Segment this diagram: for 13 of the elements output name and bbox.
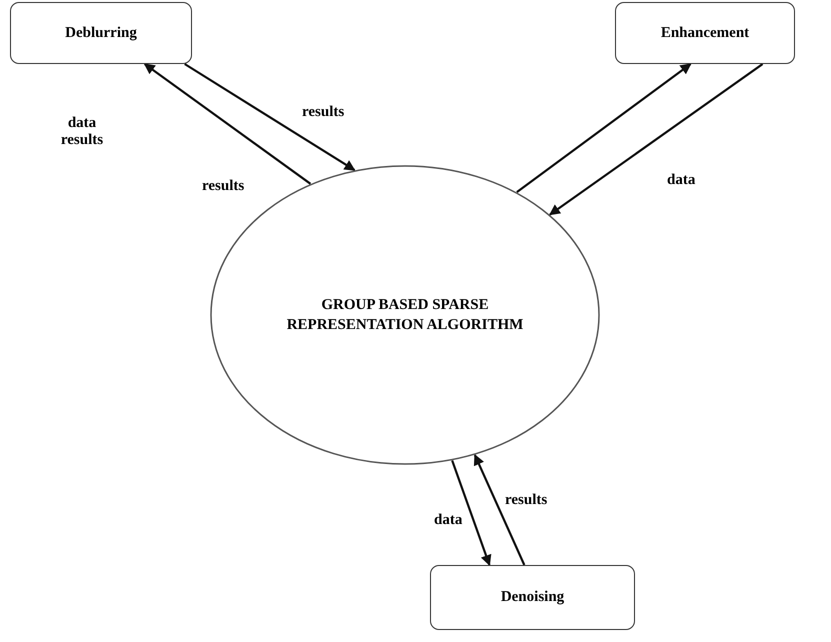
arrow (474, 454, 526, 566)
arrow (184, 63, 356, 172)
process-box (430, 565, 635, 630)
node-label: Enhancement (660, 24, 750, 43)
process-box (615, 2, 795, 64)
process-box (10, 2, 192, 64)
arrow (451, 460, 492, 566)
node-label: GROUP BASED SPARSE REPRESENTATION ALGORITHM (286, 296, 524, 335)
node-label: Denoising (500, 588, 564, 608)
arrow (549, 63, 764, 216)
node-label: Deblurring (65, 24, 137, 43)
arrow (516, 63, 692, 194)
arrow (144, 63, 312, 185)
